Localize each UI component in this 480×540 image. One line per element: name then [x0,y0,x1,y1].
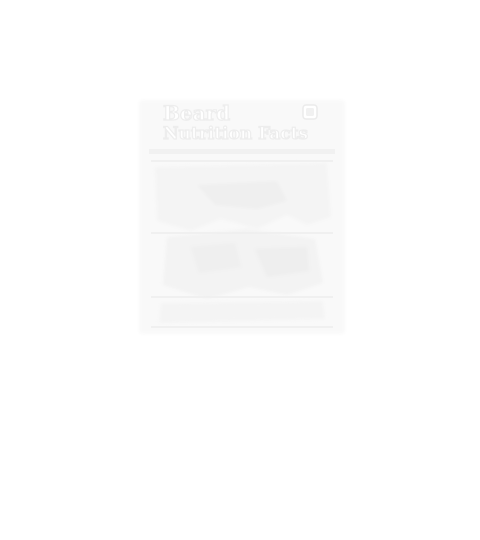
label-rules [151,160,333,328]
title-line-2: Nutrition Facts [163,124,308,144]
heading-rule [149,149,335,154]
label-illustration [155,163,331,323]
shirt-print-design: Beard Nutrition Facts [137,97,347,337]
title-line-1: Beard [163,101,230,125]
nutrition-label-graphic: Beard Nutrition Facts [139,100,345,334]
beard-badge-icon [302,104,318,120]
